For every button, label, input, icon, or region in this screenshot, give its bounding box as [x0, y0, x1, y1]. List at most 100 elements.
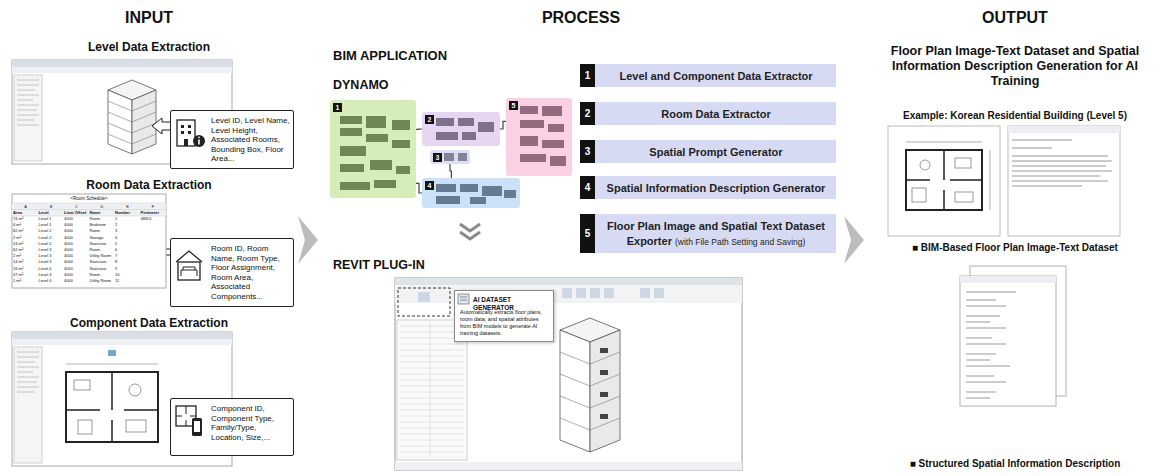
down-chevron: [460, 224, 480, 239]
label-holder: D: [90, 204, 115, 210]
revit-plugin-screenshot: [600, 348, 608, 419]
table-cell: 8: [115, 259, 140, 265]
revit-level-screenshot: [12, 67, 232, 73]
label-holder: 4000: [64, 222, 89, 228]
label-holder: Utility Room: [90, 253, 115, 259]
component-plan-screenshot: [74, 380, 90, 390]
table-title: <Room Schedule>: [12, 196, 166, 202]
panel-ground: [864, 36, 1166, 476]
table-cell: Level 2: [39, 228, 64, 234]
table-cell: 4 m²: [13, 222, 38, 228]
table-cell: Level 4: [39, 266, 64, 272]
step-bar: 2 Room Data Extractor: [580, 102, 836, 125]
label-holder: 74 m²: [13, 216, 38, 222]
dynamo-wire: [450, 164, 451, 178]
text-holder: 2: [425, 115, 434, 124]
building-info-icon: [181, 125, 191, 146]
text-holder: Automatically extracts floor plans, room…: [460, 309, 550, 337]
table-cell: 48651: [141, 216, 166, 222]
label-holder: 4000: [64, 278, 89, 284]
label-holder: Level Data Extraction: [0, 40, 298, 54]
step-title: Room Data Extractor: [661, 108, 770, 120]
label-holder: Level 2: [39, 241, 64, 247]
table-cell: Room: [90, 228, 115, 234]
label-holder: Component Data Extraction: [0, 316, 298, 330]
room-icon: [178, 262, 200, 280]
table-cell: Area: [13, 210, 38, 216]
step-number-holder: 2: [580, 102, 595, 125]
table-cell: 4: [115, 235, 140, 241]
revit-plugin-screenshot: [395, 278, 742, 285]
callout-text: Level ID, Level Name, Level Height, Asso…: [211, 116, 291, 164]
section-title: REVIT PLUG-IN: [333, 258, 425, 273]
revit-level-screenshot: [108, 90, 132, 154]
label-holder: Level 1: [39, 216, 64, 222]
component-plan-screenshot: [66, 364, 158, 365]
table-cell: 4000: [64, 266, 89, 272]
output-panel: OUTPUTFloor Plan Image-Text Dataset and …: [864, 0, 1166, 476]
floor-plan-image: [888, 126, 1000, 236]
label-holder: 4000: [64, 235, 89, 241]
flow-chevron: [298, 216, 318, 264]
process-panel: PROCESSBIM APPLICATION123451Level and Co…: [318, 0, 844, 476]
output-caption: ■ BIM-Based Floor Plan Image-Text Datase…: [864, 242, 1166, 254]
table-cell: Staircase: [90, 241, 115, 247]
label-holder: 62 m²: [13, 247, 38, 253]
label-holder: Staircase: [90, 241, 115, 247]
label-holder: F: [141, 204, 166, 210]
table-cell: Room: [90, 216, 115, 222]
revit-plugin-screenshot: [654, 288, 664, 298]
label-holder: 62 m²: [13, 228, 38, 234]
label-holder: 4 m²: [13, 222, 38, 228]
label-holder: ■ BIM-Based Floor Plan Image-Text Datase…: [864, 242, 1166, 254]
component-plan-screenshot: [66, 372, 158, 442]
label-holder: Level 3: [39, 247, 64, 253]
tooltip-body: Automatically extracts floor plans, room…: [460, 309, 550, 337]
label-holder: 14 m²: [13, 259, 38, 265]
table-cell: 14 m²: [13, 259, 38, 265]
table-cell: B: [39, 204, 64, 210]
step-number: 2: [580, 102, 595, 125]
step-title: Spatial Prompt Generator: [649, 146, 782, 158]
output-caption: ■ Structured Spatial Information Descrip…: [864, 458, 1166, 470]
text-holder: 5: [509, 101, 518, 110]
table-cell: Name: [90, 210, 115, 216]
label-holder: 4000: [64, 247, 89, 253]
revit-level-screenshot: [14, 75, 42, 161]
label-holder: B: [39, 204, 64, 210]
revit-plugin-screenshot: [418, 292, 430, 302]
step-number-holder: 5: [580, 214, 595, 253]
text-holder: 3: [433, 153, 442, 162]
step-bar: 4Spatial Information Description Generat…: [580, 176, 836, 199]
revit-plugin-screenshot: [395, 278, 742, 470]
step-text-holder: Spatial Information Description Generato…: [600, 180, 832, 195]
component-plan-screenshot: [14, 347, 42, 463]
text-holder: BIM APPLICATION: [333, 48, 447, 64]
panel-title: BIM APPLICATION: [333, 48, 447, 64]
label-holder: Level 4: [39, 272, 64, 278]
table-cell: 3: [115, 228, 140, 234]
floor-plan-image: [906, 150, 982, 210]
callout-number: 3: [433, 153, 442, 162]
component-plan-screenshot: [108, 350, 116, 356]
table-cell: 4000: [64, 272, 89, 278]
label-holder: 4: [115, 235, 140, 241]
table-cell: A: [13, 204, 38, 210]
text-holder: Floor Plan Image-Text Dataset and Spatia…: [870, 44, 1160, 89]
label-holder: 4000: [64, 259, 89, 265]
dynamo-group: 2: [422, 112, 500, 146]
table-cell: Level 4: [39, 278, 64, 284]
table-cell: 1 m²: [13, 278, 38, 284]
label-holder: 9: [115, 266, 140, 272]
table-cell: 4000: [64, 235, 89, 241]
label-holder: Utility Room: [90, 278, 115, 284]
table-cell: Level 3: [39, 259, 64, 265]
table-cell: 62 m²: [13, 228, 38, 234]
room-schedule-screenshot: [12, 203, 166, 216]
plugin-icon: [458, 294, 469, 304]
table-cell: Limit Offset: [64, 210, 89, 216]
dynamo-group: 4: [422, 178, 520, 208]
table-cell: 4000: [64, 247, 89, 253]
label-holder: 6: [115, 247, 140, 253]
example-title: Example: Korean Residential Building (Le…: [864, 110, 1166, 122]
